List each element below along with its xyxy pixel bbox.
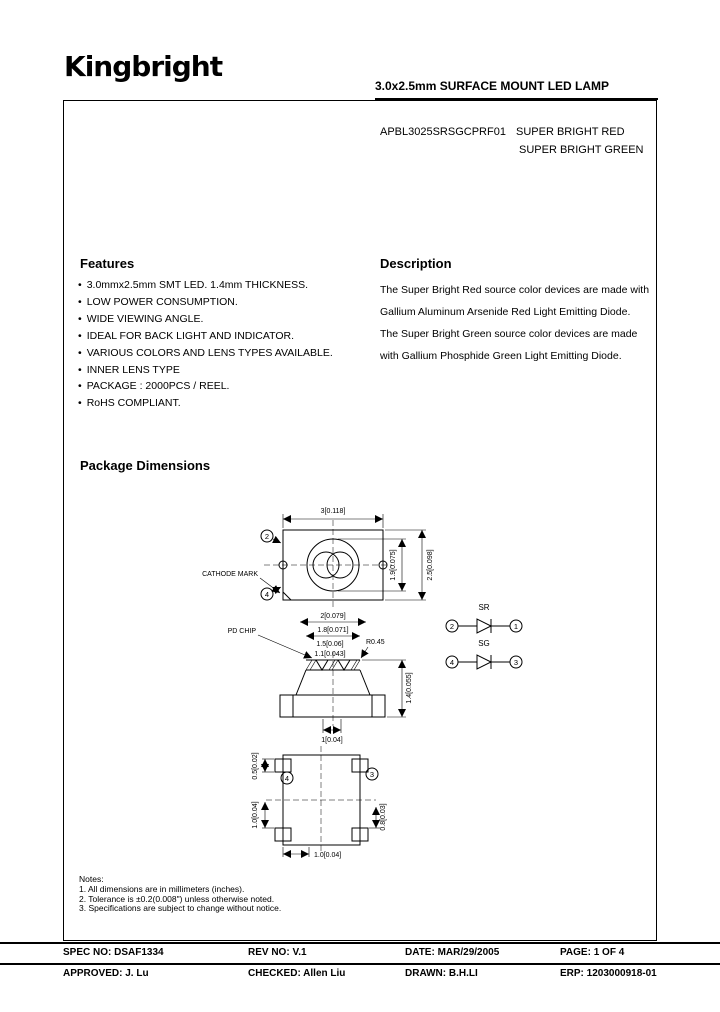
dim-body-depth: 2.5[0.098] bbox=[427, 549, 434, 580]
bottom-pin-4-label: 4 bbox=[285, 774, 289, 783]
footer-page: PAGE: 1 OF 4 bbox=[560, 947, 625, 958]
description-line: with Gallium Phosphide Green Light Emitt… bbox=[380, 350, 622, 362]
description-heading: Description bbox=[380, 256, 452, 271]
dim-pad-pitch: 1[0.04] bbox=[321, 737, 342, 744]
description-line: The Super Bright Green source color devi… bbox=[380, 328, 638, 340]
dim-lens-width: 2[0.079] bbox=[320, 613, 345, 620]
top-view-dimensions: 3[0.118] 1.9[0.075] 2.5[0.098] bbox=[282, 508, 434, 601]
footer-date: DATE: MAR/29/2005 bbox=[405, 947, 500, 958]
notes-heading: Notes: bbox=[79, 874, 104, 884]
circuit-pin-3: 3 bbox=[514, 658, 518, 667]
dim-pad-width-bottom: 1.0[0.04] bbox=[314, 852, 341, 859]
feature-item: 3.0mmx2.5mm SMT LED. 1.4mm THICKNESS. bbox=[78, 277, 333, 294]
footer-spec-no: SPEC NO: DSAF1334 bbox=[63, 947, 164, 958]
features-list: 3.0mmx2.5mm SMT LED. 1.4mm THICKNESS. LO… bbox=[78, 277, 333, 412]
note-item: 2. Tolerance is ±0.2(0.008") unless othe… bbox=[79, 893, 275, 904]
description-line: The Super Bright Red source color device… bbox=[380, 284, 650, 296]
page-title: 3.0x2.5mm SURFACE MOUNT LED LAMP bbox=[375, 79, 658, 100]
dim-thickness: 1.4[0.055] bbox=[406, 672, 413, 703]
dim-pad-height: 0.5[0.02] bbox=[252, 752, 259, 779]
package-dimensions-heading: Package Dimensions bbox=[80, 458, 211, 473]
feature-item: PACKAGE : 2000PCS / REEL. bbox=[78, 378, 333, 395]
footer-divider-top bbox=[0, 942, 720, 944]
package-dimensions-drawing: 3[0.118] 1.9[0.075] 2.5[0.098] 2 4 CATHO… bbox=[202, 508, 523, 859]
dim-top-lens: 1.8[0.071] bbox=[317, 627, 348, 634]
kingbright-logo: Kingbright bbox=[64, 50, 223, 83]
side-view: 2[0.079] 1.8[0.071] 1.5[0.06] 1.1[0.043]… bbox=[228, 613, 413, 744]
footer-rev-no: REV NO: V.1 bbox=[248, 947, 307, 958]
note-item: 3. Specifications are subject to change … bbox=[79, 903, 282, 914]
pin-4-label: 4 bbox=[265, 590, 269, 599]
description-line: Gallium Aluminum Arsenide Red Light Emit… bbox=[380, 306, 631, 318]
dim-pad-width-left: 1.0[0.04] bbox=[252, 801, 259, 828]
feature-item: LOW POWER CONSUMPTION. bbox=[78, 294, 333, 311]
content-frame bbox=[63, 100, 657, 941]
pd-chip-label: PD CHIP bbox=[228, 628, 257, 635]
cathode-mark-callout: CATHODE MARK bbox=[202, 571, 281, 594]
circuit-sr-label: SR bbox=[478, 603, 489, 612]
circuit-sg-label: SG bbox=[478, 639, 490, 648]
footer-erp: ERP: 1203000918-01 bbox=[560, 968, 657, 979]
dim-h1: 1.5[0.06] bbox=[316, 641, 343, 648]
part-number: APBL3025SRSGCPRF01 bbox=[380, 126, 506, 138]
footer-divider-middle bbox=[0, 963, 720, 965]
circuit-diagram: SR 2 1 SG 4 3 bbox=[445, 603, 523, 670]
feature-item: VARIOUS COLORS AND LENS TYPES AVAILABLE. bbox=[78, 345, 333, 362]
notes-section: Notes: 1. All dimensions are in millimet… bbox=[79, 874, 282, 914]
circuit-pin-2: 2 bbox=[450, 622, 454, 631]
bottom-view: 4 3 0.5[0.02] 1.0[0.04] 1.0[0.04] 0.8[0.… bbox=[252, 746, 387, 859]
feature-item: RoHS COMPLIANT. bbox=[78, 395, 333, 412]
hatch-lines bbox=[305, 659, 361, 671]
footer-checked: CHECKED: Allen Liu bbox=[248, 968, 346, 979]
part-color-red: SUPER BRIGHT RED bbox=[516, 126, 625, 138]
circuit-pin-1: 1 bbox=[514, 622, 518, 631]
footer-approved: APPROVED: J. Lu bbox=[63, 968, 149, 979]
pin-2-label: 2 bbox=[265, 532, 269, 541]
bottom-pin-3-label: 3 bbox=[370, 770, 374, 779]
dim-radius: R0.45 bbox=[366, 639, 385, 646]
diode-sg-icon bbox=[476, 654, 493, 670]
feature-item: INNER LENS TYPE bbox=[78, 362, 333, 379]
feature-item: WIDE VIEWING ANGLE. bbox=[78, 311, 333, 328]
dim-top-width: 3[0.118] bbox=[321, 508, 346, 515]
top-view bbox=[264, 520, 392, 610]
dim-lens-diameter: 1.9[0.075] bbox=[390, 549, 397, 580]
note-item: 1. All dimensions are in millimeters (in… bbox=[79, 883, 245, 894]
description-body: The Super Bright Red source color device… bbox=[380, 279, 656, 367]
circuit-pin-4: 4 bbox=[450, 658, 454, 667]
feature-item: IDEAL FOR BACK LIGHT AND INDICATOR. bbox=[78, 328, 333, 345]
footer-drawn: DRAWN: B.H.LI bbox=[405, 968, 478, 979]
cathode-mark-label: CATHODE MARK bbox=[202, 571, 258, 578]
diode-sr-icon bbox=[476, 618, 493, 634]
dim-pad-height-right: 0.8[0.03] bbox=[380, 803, 387, 830]
features-heading: Features bbox=[80, 256, 135, 271]
dim-h2: 1.1[0.043] bbox=[314, 651, 345, 658]
part-color-green: SUPER BRIGHT GREEN bbox=[519, 144, 644, 156]
